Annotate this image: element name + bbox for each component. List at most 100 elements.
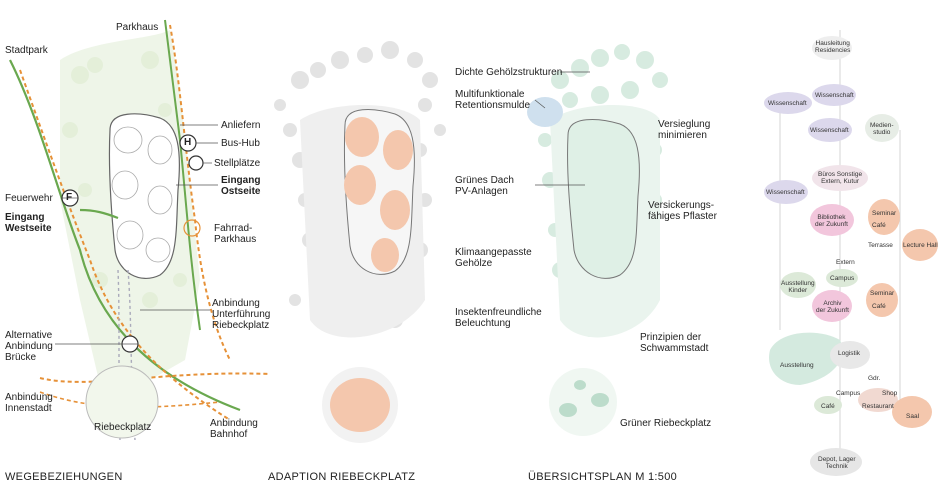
label-eingang-west-1: Eingang bbox=[5, 212, 45, 223]
prog-cafe-3: Café bbox=[821, 403, 835, 410]
gray-path-center bbox=[117, 269, 121, 441]
block-bueros bbox=[812, 165, 868, 191]
prog-cafe-1: Café bbox=[872, 222, 886, 229]
prog-restaurant: Restaurant bbox=[862, 403, 894, 410]
label-retention-2: Retentionsmulde bbox=[455, 100, 531, 111]
riebeckplatz-circle-1 bbox=[85, 365, 159, 439]
label-fahrrad-1: Fahrrad- bbox=[214, 223, 253, 234]
block-restaurant bbox=[858, 388, 898, 412]
block-hausleitung bbox=[812, 36, 852, 60]
label-retention-1: Multifunktionale bbox=[455, 89, 525, 100]
prog-wissenschaft-2: Wissenschaft bbox=[815, 92, 854, 99]
prog-wissenschaft-1: Wissenschaft bbox=[768, 100, 807, 107]
block-wissenschaft-3 bbox=[808, 118, 852, 142]
prog-terrasse: Terrasse bbox=[868, 242, 893, 249]
label-eingang-west-2: Westseite bbox=[5, 223, 52, 234]
label-eingang-ost-2: Ostseite bbox=[221, 186, 261, 197]
prog-campus-2: Campus bbox=[836, 390, 861, 397]
block-ausstellung bbox=[769, 332, 843, 385]
label-bahnhof-1: Anbindung bbox=[210, 418, 258, 429]
riebeckplatz-plants bbox=[559, 380, 609, 417]
block-archiv bbox=[812, 290, 852, 322]
prog-extern: Extern bbox=[836, 259, 855, 266]
gray-path-center-2 bbox=[127, 269, 136, 441]
block-ausstellung-kinder bbox=[780, 272, 816, 298]
leader-lines-3 bbox=[534, 71, 590, 186]
label-fahrrad-2: Parkhaus bbox=[214, 234, 257, 245]
caption-wegebeziehungen: WEGEBEZIEHUNGEN bbox=[5, 471, 123, 483]
label-schwamm-2: Schwammstadt bbox=[640, 343, 709, 354]
label-dach-1: Grünes Dach bbox=[455, 175, 514, 186]
label-gruen-platz: Grüner Riebeckplatz bbox=[620, 418, 712, 429]
label-bahnhof-2: Bahnhof bbox=[210, 429, 248, 440]
label-klima-2: Gehölze bbox=[455, 258, 493, 269]
label-alt-3: Brücke bbox=[5, 352, 37, 363]
green-path-stadtpark bbox=[9, 59, 241, 412]
label-insekten-2: Beleuchtung bbox=[455, 318, 511, 329]
label-pflaster-1: Versickerungs- bbox=[648, 200, 715, 211]
prog-logistik: Logistik bbox=[838, 350, 861, 357]
label-unter-2: Unterführung bbox=[212, 309, 271, 320]
prog-cafe-2: Café bbox=[872, 303, 886, 310]
building-outline-1 bbox=[108, 113, 180, 280]
block-cafe-3 bbox=[814, 396, 842, 414]
label-pflaster-2: fähiges Pflaster bbox=[648, 211, 717, 222]
prog-seminar-1: Seminar bbox=[872, 210, 897, 217]
label-insekten-1: Insektenfreundliche bbox=[455, 307, 542, 318]
prog-wissenschaft-4: Wissenschaft bbox=[766, 189, 805, 196]
block-depot bbox=[810, 448, 862, 476]
label-unter-3: Riebeckplatz bbox=[212, 320, 270, 331]
tree-cluster-1 bbox=[62, 51, 187, 308]
bus-hub-letter: H bbox=[184, 137, 192, 148]
block-bibliothek bbox=[810, 204, 854, 236]
riebeckplatz-circle-3 bbox=[549, 368, 617, 436]
riebeckplatz-salmon bbox=[330, 378, 390, 432]
prog-medienstudio: Medien-studio bbox=[870, 122, 894, 136]
label-stellplaetze: Stellplätze bbox=[214, 158, 261, 169]
prog-saal: Saal bbox=[906, 413, 920, 420]
label-dach-2: PV-Anlagen bbox=[455, 186, 508, 197]
label-stadtpark: Stadtpark bbox=[5, 45, 48, 56]
label-bus-hub: Bus-Hub bbox=[221, 138, 260, 149]
label-parkhaus: Parkhaus bbox=[116, 22, 159, 33]
fahrrad-symbol bbox=[183, 219, 201, 237]
label-riebeckplatz: Riebeckplatz bbox=[94, 422, 152, 433]
prog-gdr: Gdr. bbox=[868, 375, 881, 382]
label-versiegelung-2: minimieren bbox=[658, 130, 707, 141]
prog-ausstellung: Ausstellung bbox=[780, 362, 814, 369]
prog-wissenschaft-3: Wissenschaft bbox=[810, 127, 849, 134]
label-versiegelung-1: Versieglung bbox=[658, 119, 711, 130]
salmon-volumes bbox=[344, 117, 413, 272]
block-wissenschaft-2 bbox=[812, 84, 856, 106]
feuerwehr-letter: F bbox=[66, 192, 73, 203]
building-rooms-1 bbox=[111, 126, 173, 263]
block-lecture bbox=[902, 229, 938, 261]
label-gehoelz: Dichte Gehölzstrukturen bbox=[455, 67, 563, 78]
prog-shop: Shop bbox=[882, 390, 898, 397]
block-logistik bbox=[830, 341, 870, 369]
caption-uebersichtsplan: ÜBERSICHTSPLAN M 1:500 bbox=[528, 471, 678, 483]
label-alt-2: Anbindung bbox=[5, 341, 53, 352]
label-feuerwehr: Feuerwehr bbox=[5, 193, 53, 204]
block-seminar-cafe-2 bbox=[866, 283, 898, 317]
label-unter-1: Anbindung bbox=[212, 298, 260, 309]
label-eingang-ost-1: Eingang bbox=[221, 175, 261, 186]
label-klima-1: Klimaangepasste bbox=[455, 247, 532, 258]
block-wissenschaft-4 bbox=[764, 180, 808, 204]
prog-lecture: Lecture Hall bbox=[903, 242, 938, 249]
label-alt-1: Alternative bbox=[5, 330, 53, 341]
block-wissenschaft-1 bbox=[764, 92, 812, 114]
block-saal bbox=[892, 396, 932, 428]
block-campus-1 bbox=[826, 269, 858, 287]
prog-campus-1: Campus bbox=[830, 275, 855, 282]
